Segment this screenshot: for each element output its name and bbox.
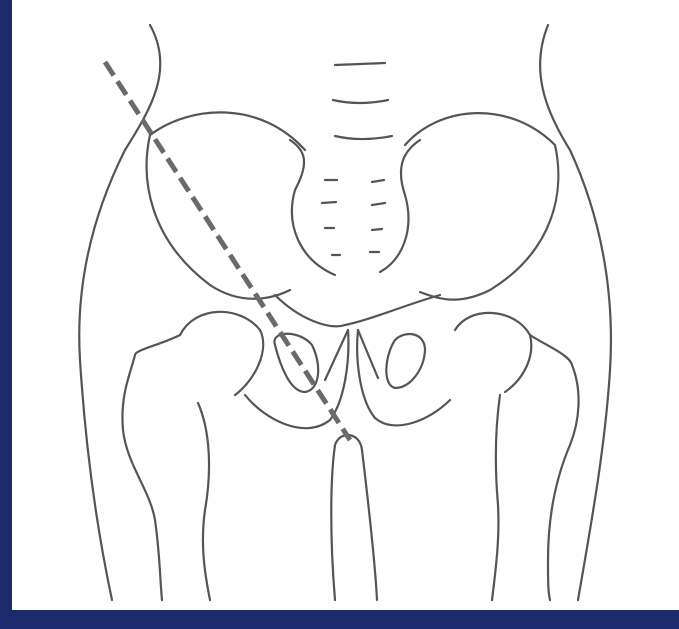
- right-femur: [492, 335, 579, 600]
- right-pubic-ramus: [357, 330, 450, 425]
- center-shaft: [331, 435, 377, 600]
- vertebra-marks: [333, 63, 392, 139]
- dashed-reference-line: [105, 62, 350, 440]
- body-outline-left: [79, 25, 160, 600]
- pelvic-brim: [275, 295, 440, 326]
- left-frame-border: [0, 0, 12, 629]
- right-iliac-crest: [405, 113, 558, 300]
- left-femoral-head: [180, 312, 263, 395]
- sacral-foramina: [322, 180, 385, 255]
- right-femoral-head: [455, 313, 531, 392]
- pelvis-diagram: [12, 0, 679, 610]
- left-femur: [122, 335, 210, 600]
- right-obturator-foramen: [386, 334, 425, 388]
- bottom-frame-border: [0, 610, 679, 629]
- sacrum-outline: [290, 140, 420, 275]
- left-iliac-crest: [147, 112, 305, 298]
- pubic-symphysis: [325, 330, 378, 380]
